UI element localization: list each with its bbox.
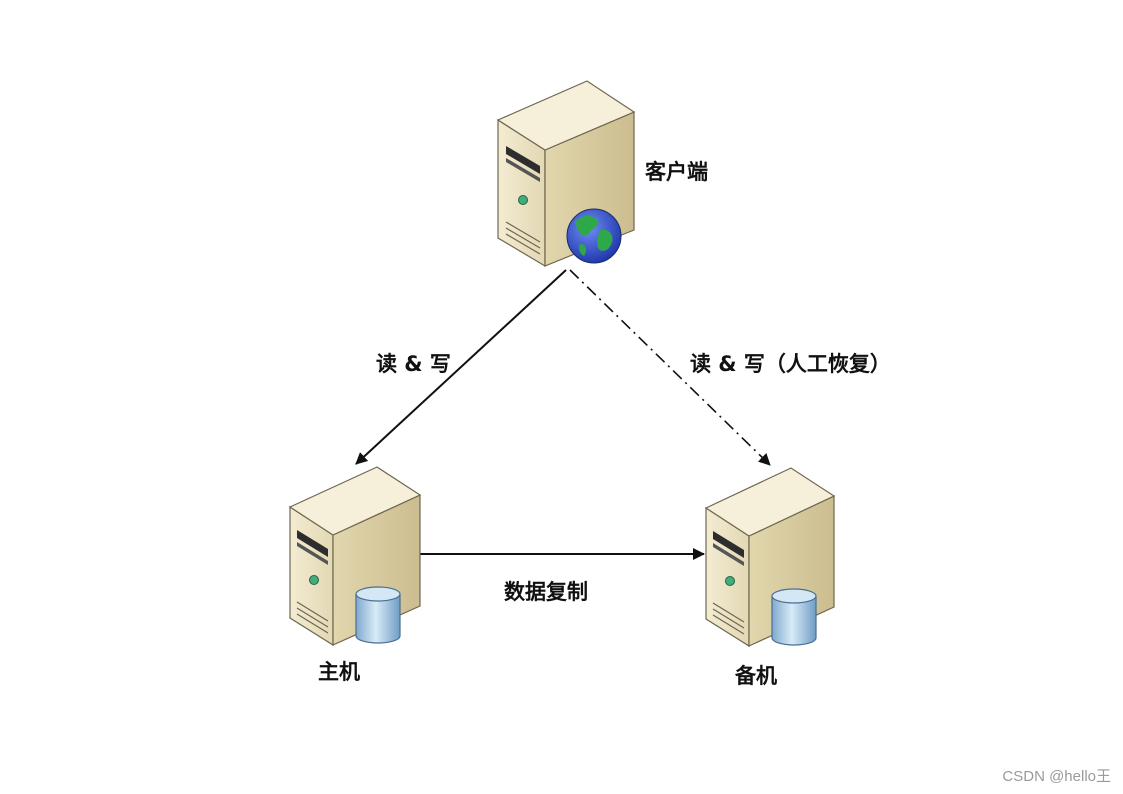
edge-label-client-primary: 读 & 写 — [376, 352, 451, 376]
watermark: CSDN @hello王 — [1002, 768, 1111, 785]
client-label: 客户端 — [645, 160, 708, 184]
edge-client-to-primary — [355, 269, 567, 465]
edge-label-client-standby: 读 & 写（人工恢复） — [690, 352, 891, 376]
primary-label: 主机 — [318, 660, 360, 684]
primary-database-icon — [355, 586, 401, 644]
globe-icon — [566, 208, 622, 264]
standby-label: 备机 — [735, 664, 777, 688]
standby-database-icon — [771, 588, 817, 646]
edge-label-replication: 数据复制 — [504, 580, 588, 604]
